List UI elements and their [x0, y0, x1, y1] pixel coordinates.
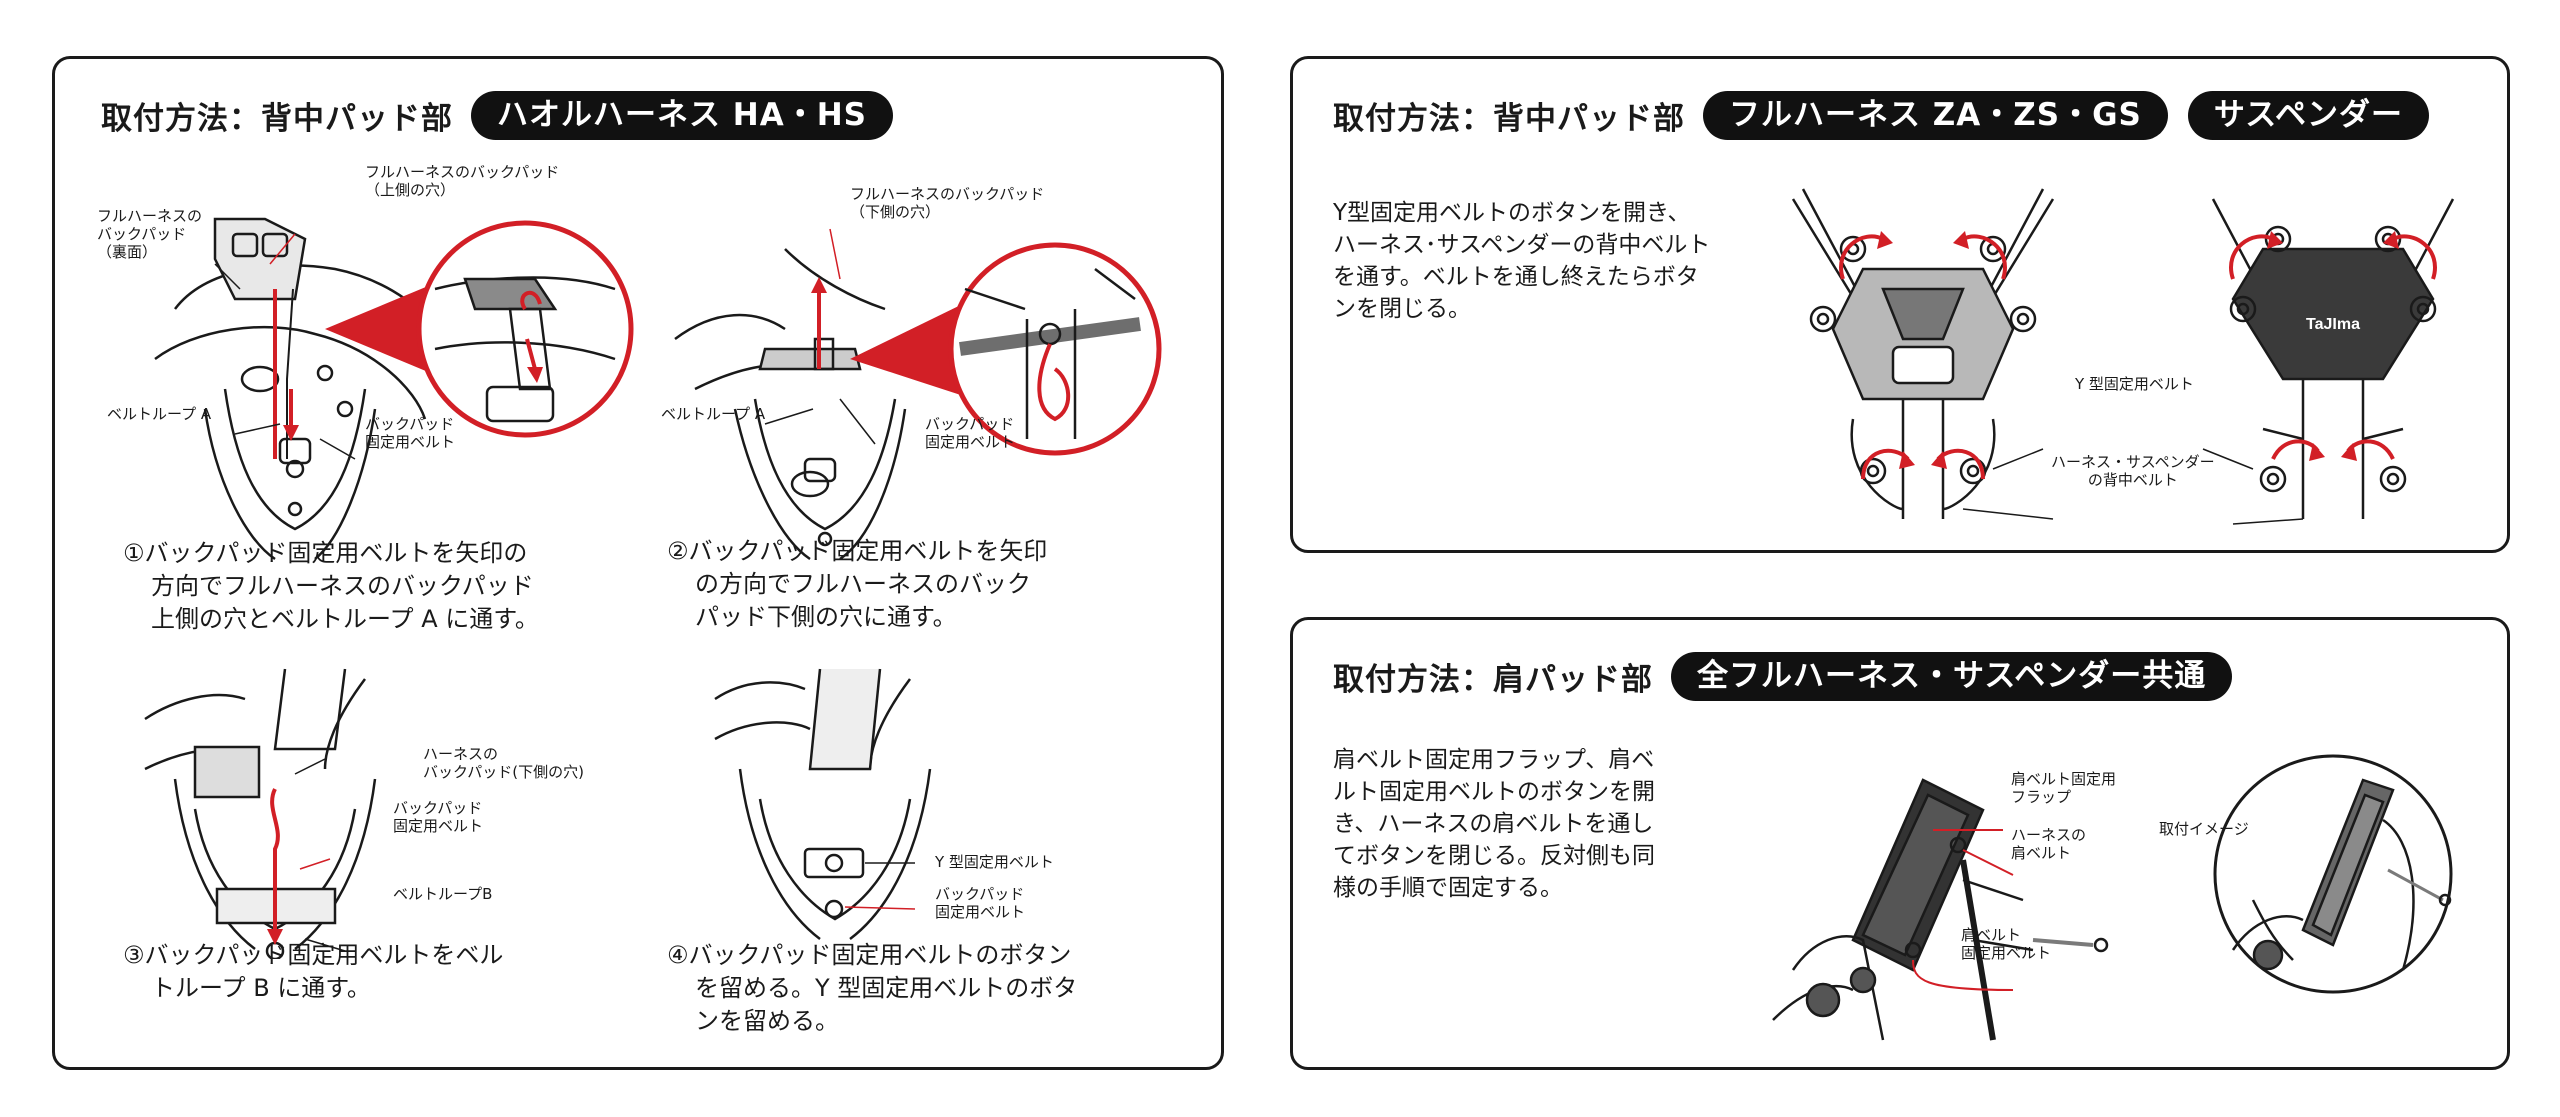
panel-tr-badge-harness: フルハーネス ZA・ZS・GS: [1703, 91, 2168, 140]
fig1-label-fix-belt: バックパッド 固定用ベルト: [365, 415, 455, 451]
step-3-text: ③バックパッド固定用ベルトをベル トループ B に通す。: [123, 939, 503, 1005]
fig2-label-belt-loop-a: ベルトループ A: [661, 405, 765, 423]
panel-left-title: 取付方法：背中パッド部: [101, 93, 453, 138]
panel-tr-label-back-belt: ハーネス・サスペンダー の背中ベルト: [2051, 453, 2215, 489]
fig1-label-belt-loop-a: ベルトループ A: [107, 405, 211, 423]
fig2-label-backpad-lower: フルハーネスのバックパッド （下側の穴）: [850, 185, 1044, 221]
panel-tr-title: 取付方法：背中パッド部: [1333, 93, 1685, 138]
panel-br-label-install-image: 取付イメージ: [2159, 820, 2249, 838]
panel-left-badge: ハオルハーネス HA・HS: [471, 91, 893, 140]
panel-tr-description: Y型固定用ベルトのボタンを開き、 ハーネス･サスペンダーの背中ベルト を通す。ベ…: [1333, 197, 1710, 325]
tajima-logo: TaJIma: [2306, 316, 2360, 333]
fig1-label-backpad-rear: フルハーネスの バックパッド （裏面）: [97, 207, 202, 261]
panel-tr-header: 取付方法：背中パッド部 フルハーネス ZA・ZS・GS サスペンダー: [1333, 91, 2429, 140]
panel-br-header: 取付方法：肩パッド部 全フルハーネス・サスペンダー共通: [1333, 652, 2232, 701]
panel-shoulder-pad: 取付方法：肩パッド部 全フルハーネス・サスペンダー共通 肩ベルト固定用フラップ、…: [1290, 617, 2510, 1070]
fig4-label-y-belt: Y 型固定用ベルト: [935, 853, 1054, 871]
fig3-label-belt-loop-b: ベルトループB: [393, 885, 492, 903]
step-2-text: ②バックパッド固定用ベルトを矢印 の方向でフルハーネスのバック パッド下側の穴に…: [667, 535, 1047, 634]
figure-install-image: [2193, 750, 2453, 1000]
panel-br-label-fix-belt: 肩ベルト 固定用ベルト: [1961, 926, 2051, 962]
panel-br-description: 肩ベルト固定用フラップ、肩ベ ルト固定用ベルトのボタンを開 き、ハーネスの肩ベル…: [1333, 744, 1655, 904]
panel-br-badge: 全フルハーネス・サスペンダー共通: [1671, 652, 2232, 701]
panel-backpad-haol: 取付方法：背中パッド部 ハオルハーネス HA・HS: [52, 56, 1224, 1070]
panel-br-title: 取付方法：肩パッド部: [1333, 654, 1653, 699]
figure-2-backpad-lower: [655, 159, 1195, 579]
panel-backpad-full-harness: 取付方法：背中パッド部 フルハーネス ZA・ZS・GS サスペンダー Y型固定用…: [1290, 56, 2510, 553]
fig2-label-fix-belt: バックパッド 固定用ベルト: [925, 415, 1015, 451]
panel-br-label-harness-belt: ハーネスの 肩ベルト: [2011, 826, 2086, 862]
fig3-label-harness: ハーネスの バックパッド(下側の穴): [423, 745, 584, 781]
figure-shoulder-belt: [1763, 740, 2183, 1050]
fig4-label-fix-belt: バックパッド 固定用ベルト: [935, 885, 1025, 921]
step-4-text: ④バックパッド固定用ベルトのボタン を留める。Y 型固定用ベルトのボタ ンを留め…: [667, 939, 1077, 1038]
fig1-label-backpad-upper: フルハーネスのバックパッド （上側の穴）: [365, 163, 559, 199]
fig3-label-fix-belt: バックパッド 固定用ベルト: [393, 799, 483, 835]
figure-4-buttons-fastened: [710, 659, 970, 969]
panel-tr-label-y-belt: Y 型固定用ベルト: [2075, 375, 2194, 393]
panel-br-label-flap: 肩ベルト固定用 フラップ: [2011, 770, 2116, 806]
panel-left-header: 取付方法：背中パッド部 ハオルハーネス HA・HS: [101, 91, 893, 140]
step-1-text: ①バックパッド固定用ベルトを矢印の 方向でフルハーネスのバックパッド 上側の穴と…: [123, 537, 539, 636]
panel-tr-badge-suspender: サスペンダー: [2188, 91, 2429, 140]
